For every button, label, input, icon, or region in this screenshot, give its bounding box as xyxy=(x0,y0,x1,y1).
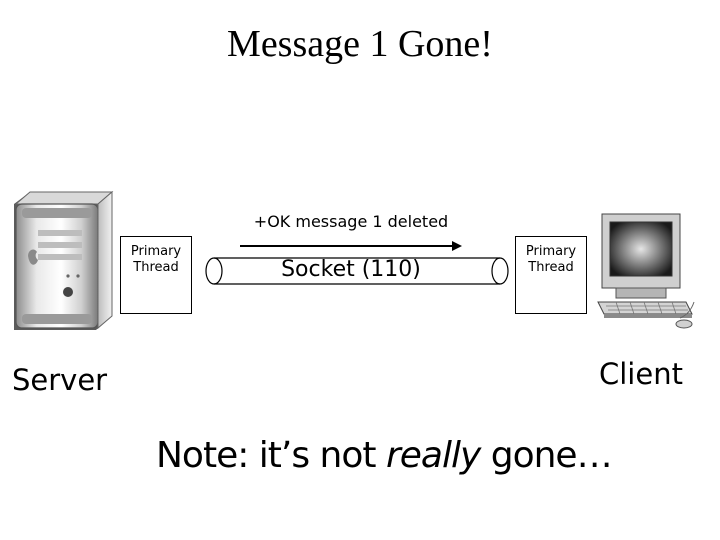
message-arrow xyxy=(240,241,462,251)
note-text-emphasis: really xyxy=(385,435,481,476)
note-text-start: Note: it’s not xyxy=(156,435,386,476)
server-primary-thread-box: Primary Thread xyxy=(120,236,192,314)
socket-cylinder xyxy=(205,257,509,285)
server-thread-label-line1: Primary xyxy=(130,244,182,259)
client-thread-label-line1: Primary xyxy=(525,244,577,259)
message-label: +OK message 1 deleted xyxy=(253,212,449,231)
client-thread-label-line2: Thread xyxy=(528,260,574,275)
server-tower-icon xyxy=(14,190,114,330)
server-label: Server xyxy=(12,363,108,397)
socket-pipe xyxy=(205,241,509,285)
client-primary-thread-box: Primary Thread xyxy=(515,236,587,314)
note-text: Note: it’s not really gone… xyxy=(156,434,613,478)
note-text-end: gone… xyxy=(480,435,613,476)
slide-title: Message 1 Gone! xyxy=(227,23,493,65)
socket-label: Socket (110) xyxy=(281,257,421,282)
client-label: Client xyxy=(599,357,683,391)
server-thread-label-line2: Thread xyxy=(133,260,179,275)
client-computer-icon xyxy=(597,213,695,329)
